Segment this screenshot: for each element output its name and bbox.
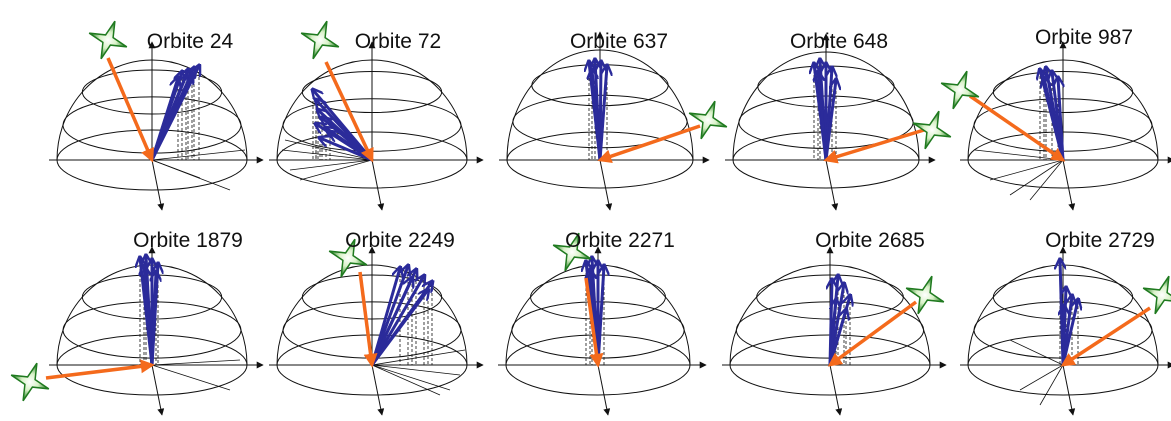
blue-arrow-icon [1058,78,1063,161]
green-four-point-star-icon [1142,275,1171,315]
orbit-panel-4: Orbite 648 [725,30,952,211]
blue-arrow-icon [592,70,602,161]
green-four-point-star-icon [905,275,945,315]
projection-ray [151,359,241,366]
orbit-panel-9: Orbite 2685 [722,229,947,416]
projection-ray [1029,159,1064,201]
green-four-point-star-icon [688,100,728,140]
projection-ray [284,139,373,161]
projection-ray [281,149,373,161]
orbit-panel-10: Orbite 2729 [960,229,1171,416]
orbit-title: Orbite 1879 [133,229,243,252]
y-axis [371,159,385,211]
projection-ray [371,364,451,391]
orbit-title: Orbite 24 [147,30,234,53]
orbit-title: Orbite 648 [790,30,888,53]
projection-ray [989,159,1064,181]
y-axis [1062,159,1076,211]
blue-arrow-icon [1063,306,1064,366]
blue-arrow-icon [596,266,604,366]
blue-arrow-icon [818,72,828,161]
orbit-panel-3: Orbite 637 [499,30,728,211]
y-axis [151,364,165,416]
projection-ray [1039,364,1064,406]
projection-ray [1009,159,1064,196]
blue-arrow-icon [150,74,192,161]
orbit-title: Orbite 987 [1035,26,1133,49]
projection-ray [151,159,201,179]
green-four-point-star-icon [88,20,128,60]
orange-arrow-icon [358,271,378,368]
projection-ray [371,364,441,396]
orbit-title: Orbite 2729 [1045,229,1155,252]
y-axis [599,159,613,211]
orbit-title: Orbite 637 [570,30,668,53]
blue-arrow-icon [824,80,836,161]
y-axis [1062,364,1076,416]
projection-ray [371,364,461,376]
projection-ray [151,364,231,391]
y-axis [829,364,843,416]
orbit-title: Orbite 2249 [345,229,455,252]
orbit-panel-8: Orbite 2271 [498,229,707,416]
projection-ray [151,149,246,161]
orbit-panel-6: Orbite 1879 [10,229,264,416]
orbit-title: Orbite 2685 [815,229,925,252]
green-four-point-star-icon [912,110,952,150]
orange-arrow-icon [324,61,374,163]
y-axis [825,159,839,211]
y-axis [371,364,385,416]
green-four-point-star-icon [328,238,368,278]
orange-arrow-icon [597,124,701,164]
projection-ray [289,159,373,171]
orbit-panel-2: Orbite 72 [269,20,484,211]
orange-arrow-icon [45,359,155,380]
blue-arrow-icon [152,272,156,366]
blue-arrow-icon [370,290,428,366]
green-four-point-star-icon [300,20,340,60]
orange-arrow-icon [1060,306,1151,367]
blue-arrow-icon [144,266,154,366]
orange-arrow-icon [823,128,925,164]
orange-arrow-icon [584,277,604,368]
orbit-title: Orbite 72 [355,30,441,53]
orbit-title: Orbite 2271 [565,229,675,252]
blue-arrow-icon [370,276,424,366]
green-four-point-star-icon [552,232,592,272]
orbit-panel-1: Orbite 24 [49,20,264,211]
orange-arrow-icon [106,57,154,163]
projection-ray [974,149,1064,161]
projection-ray [371,349,466,366]
projection-ray [299,159,373,181]
green-four-point-star-icon [940,70,980,110]
blue-arrow-icon [370,278,412,366]
y-axis [597,364,611,416]
projection-ray [1019,364,1064,391]
orbit-panel-7: Orbite 2249 [269,229,484,416]
blue-arrow-icon [598,66,607,161]
projection-ray [1009,339,1064,366]
orange-arrow-icon [969,94,1066,162]
green-four-point-star-icon [10,362,50,402]
blue-arrow-icon [1044,78,1065,161]
orbit-panel-5: Orbite 987 [940,26,1171,211]
y-axis [151,159,165,211]
orange-arrow-icon [827,300,918,367]
